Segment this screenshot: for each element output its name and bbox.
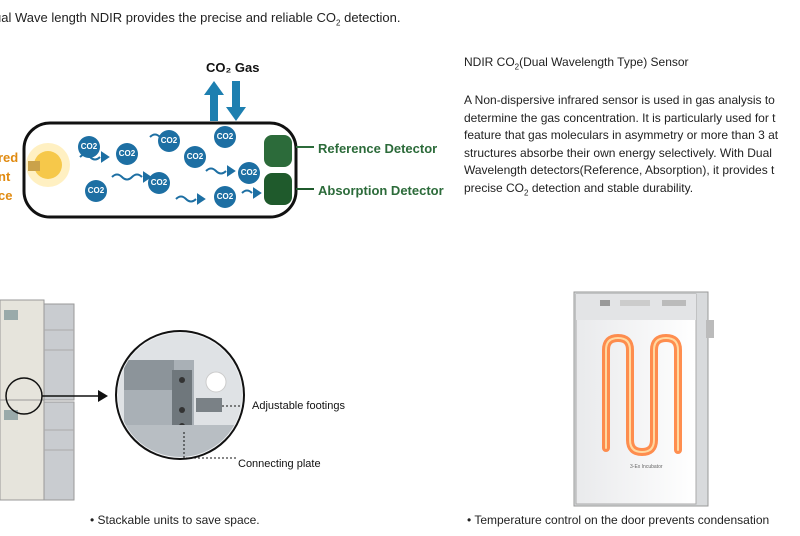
light-bulb-icon	[26, 143, 70, 187]
absorption-detector-label: Absorption Detector	[318, 183, 444, 198]
co2-molecule: CO2	[78, 136, 100, 158]
sensor-title: NDIR CO2(Dual Wavelength Type) Sensor	[464, 55, 689, 72]
connecting-plate-label: Connecting plate	[238, 458, 321, 470]
co2-molecule: CO2	[85, 180, 107, 202]
door-caption: • Temperature control on the door preven…	[467, 513, 770, 527]
adjustable-footings-label: Adjustable footings	[252, 400, 345, 412]
co2-molecule: CO2	[184, 146, 206, 168]
reference-detector-icon	[264, 135, 314, 167]
co2-molecule: CO2	[214, 186, 236, 208]
gas-out-arrow-icon	[204, 81, 224, 121]
stackable-caption: • Stackable units to save space.	[90, 513, 260, 527]
co2-molecule: CO2	[238, 162, 260, 184]
sensor-description: A Non-dispersive infrared sensor is used…	[464, 93, 779, 197]
absorption-detector-icon	[264, 173, 314, 205]
co2-molecule: CO2	[116, 143, 138, 165]
co2-molecule: CO2	[148, 172, 170, 194]
reference-detector-label: Reference Detector	[318, 141, 438, 156]
co2-gas-label: CO₂ Gas	[206, 60, 260, 75]
stacked-incubator-illustration	[0, 299, 246, 501]
brand-mark: 3-Ex Incubator	[630, 464, 663, 470]
incubator-door-illustration: 3-Ex Incubator	[573, 291, 714, 507]
co2-molecule: CO2	[158, 130, 180, 152]
intro-text: ual Wave length NDIR provides the precis…	[0, 10, 401, 28]
light-source-label: red nt ce	[0, 150, 19, 203]
gas-in-arrow-icon	[226, 81, 246, 121]
co2-molecule: CO2	[214, 126, 236, 148]
